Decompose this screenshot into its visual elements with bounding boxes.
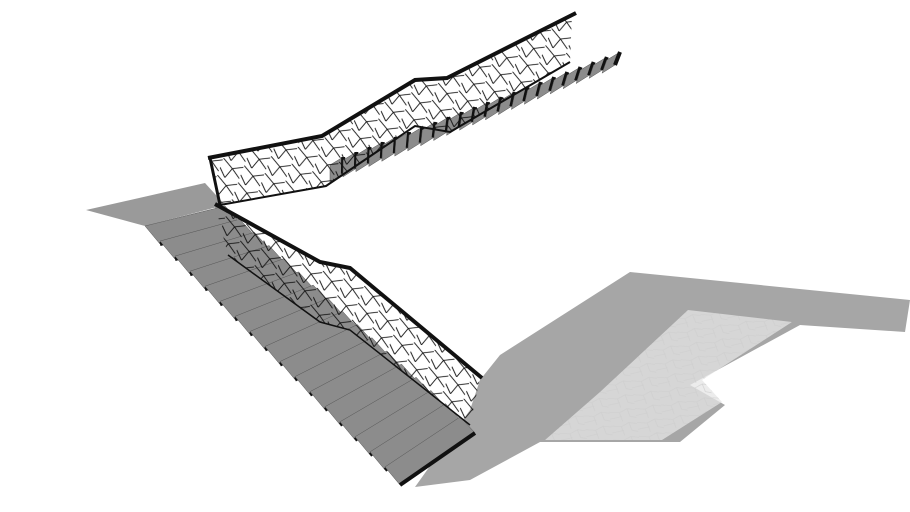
- stair-nosing: [613, 51, 622, 66]
- upper-railing: [207, 11, 577, 206]
- stair-nosing: [574, 66, 583, 82]
- lower-railing: [214, 202, 484, 426]
- stair-nosing: [398, 431, 477, 487]
- stair-nosing: [548, 76, 557, 92]
- stair-nosing: [561, 71, 570, 87]
- stair-nosing: [418, 126, 425, 143]
- landing: [86, 183, 225, 226]
- shadow-light-area: [545, 310, 792, 440]
- stair-nosing: [522, 86, 530, 102]
- stair-nosing: [535, 81, 543, 97]
- stair-nosing: [600, 56, 609, 71]
- stair-nosing: [587, 61, 596, 77]
- cast-shadow: [415, 272, 910, 487]
- stair-nosing: [405, 131, 412, 149]
